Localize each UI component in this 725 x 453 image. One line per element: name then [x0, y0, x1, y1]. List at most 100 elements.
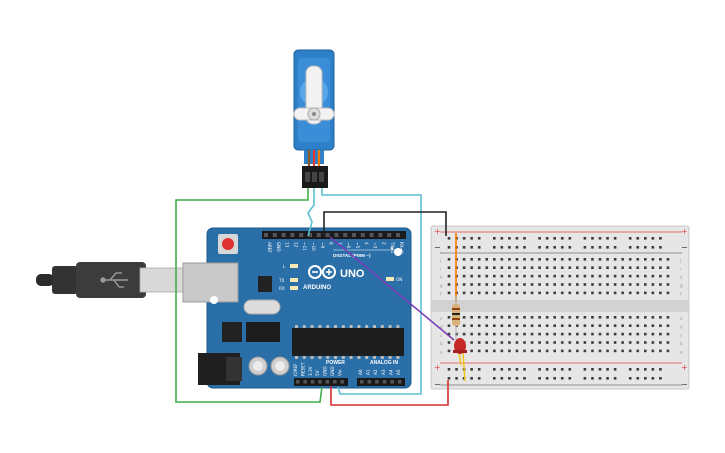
digital-pin-label: ~11	[302, 242, 307, 251]
header-pin	[334, 233, 339, 237]
digital-pin-label: GND	[276, 242, 281, 252]
digital-pin-label: ~10	[311, 242, 316, 251]
row-letter: f	[680, 292, 682, 297]
analog-header	[357, 378, 405, 386]
brand-uno: UNO	[340, 268, 365, 280]
digital-pin-label: ~9	[320, 242, 325, 249]
digital-pin-label: 4	[364, 242, 369, 245]
row-letter: i	[440, 266, 441, 271]
arduino-logo	[308, 265, 336, 279]
led-tx-label: TX	[278, 278, 285, 283]
analog-pin-label: A3	[381, 369, 386, 375]
crystal	[243, 299, 281, 315]
usb-port	[182, 262, 239, 303]
header-pin	[387, 233, 392, 237]
row-letter: a	[680, 350, 683, 355]
row-letter: e	[440, 316, 443, 321]
header-pin	[316, 233, 321, 237]
wire-green-ground	[175, 188, 323, 403]
header-pin	[272, 233, 277, 237]
row-letter: h	[680, 275, 683, 280]
row-letter: b	[680, 341, 683, 346]
header-pin	[369, 233, 374, 237]
header-pin	[396, 233, 400, 237]
regulator	[222, 322, 242, 342]
onboard-leds: L TX RX ON	[278, 264, 402, 291]
capacitors	[248, 356, 290, 376]
row-letter: j	[439, 258, 441, 263]
power-pin-label: GND	[330, 366, 335, 376]
wire-purple	[329, 236, 455, 341]
rail-minus-top-right: −	[681, 243, 688, 252]
row-letter: h	[440, 275, 443, 280]
digital-header	[262, 231, 406, 239]
row-letter: a	[440, 350, 443, 355]
usb-chip	[258, 276, 272, 292]
analog-label: ANALOG IN	[370, 360, 398, 366]
rail-plus-top-left: +	[434, 227, 441, 236]
header-pin	[290, 233, 295, 237]
power-pin-label: 5V	[315, 370, 320, 376]
wire-red-5v	[330, 380, 449, 406]
header-pin	[325, 233, 330, 237]
row-letter: f	[440, 292, 442, 297]
power-pin-label: RESET	[300, 362, 305, 376]
brand-arduino: ARDUINO	[303, 285, 331, 291]
led-l-label: L	[283, 264, 286, 269]
power-pin-label: Vin	[337, 369, 342, 376]
power-pin-label: GND	[323, 366, 328, 376]
header-pin	[352, 233, 356, 237]
power-pin-label: 3.3V	[308, 366, 313, 376]
header-pin	[281, 233, 286, 237]
wire-black	[323, 211, 447, 236]
rail-plus-top-right: +	[681, 227, 688, 236]
analog-pin-label: A5	[396, 369, 401, 375]
wire-cyan-servo	[307, 188, 315, 237]
row-letter: c	[440, 333, 443, 338]
analog-pin-label: A0	[358, 369, 363, 375]
usb-icon	[100, 272, 128, 288]
header-pin	[360, 233, 365, 237]
digital-pin-label: 2	[381, 242, 386, 245]
rail-minus-bottom-left: −	[434, 380, 441, 389]
rail-plus-bottom-left: +	[434, 363, 441, 372]
header-pin	[343, 233, 348, 237]
row-letter: j	[679, 258, 681, 263]
row-letter: i	[680, 266, 681, 271]
header-pin	[264, 233, 268, 237]
digital-pin-label: ~6	[346, 242, 351, 249]
digital-pin-label: TX▶1	[390, 241, 395, 254]
digital-pin-label: 13	[285, 242, 290, 248]
digital-pin-label: 12	[293, 242, 298, 248]
digital-pin-label: ~3	[373, 242, 378, 249]
led-rx-label: RX	[279, 286, 285, 291]
power-label: POWER	[326, 360, 345, 366]
header-pin	[308, 233, 312, 237]
row-letter: b	[440, 341, 443, 346]
reset-button	[218, 234, 238, 254]
row-letter: g	[680, 283, 683, 288]
led	[453, 338, 467, 382]
header-pin	[378, 233, 383, 237]
header-pin	[299, 233, 304, 237]
digital-pin-label: ~5	[355, 242, 360, 249]
analog-pin-label: A2	[373, 369, 378, 375]
digital-pin-label: RX◀0	[399, 242, 404, 254]
rail-plus-bottom-right: +	[681, 363, 688, 372]
row-letter: d	[680, 324, 683, 329]
led-on-label: ON	[396, 277, 402, 282]
row-letter: g	[440, 283, 443, 288]
servo-motor	[293, 49, 335, 188]
rail-minus-bottom-right: −	[681, 380, 688, 389]
resistor	[452, 296, 460, 340]
row-letter: d	[440, 324, 443, 329]
digital-pin-label: AREF	[267, 242, 272, 253]
analog-pin-label: A1	[366, 369, 371, 375]
power-pin-label: IOREF	[293, 363, 298, 376]
analog-pin-label: A4	[388, 369, 393, 375]
atmega-chip	[292, 328, 404, 356]
digital-pin-label: 8	[329, 242, 334, 245]
